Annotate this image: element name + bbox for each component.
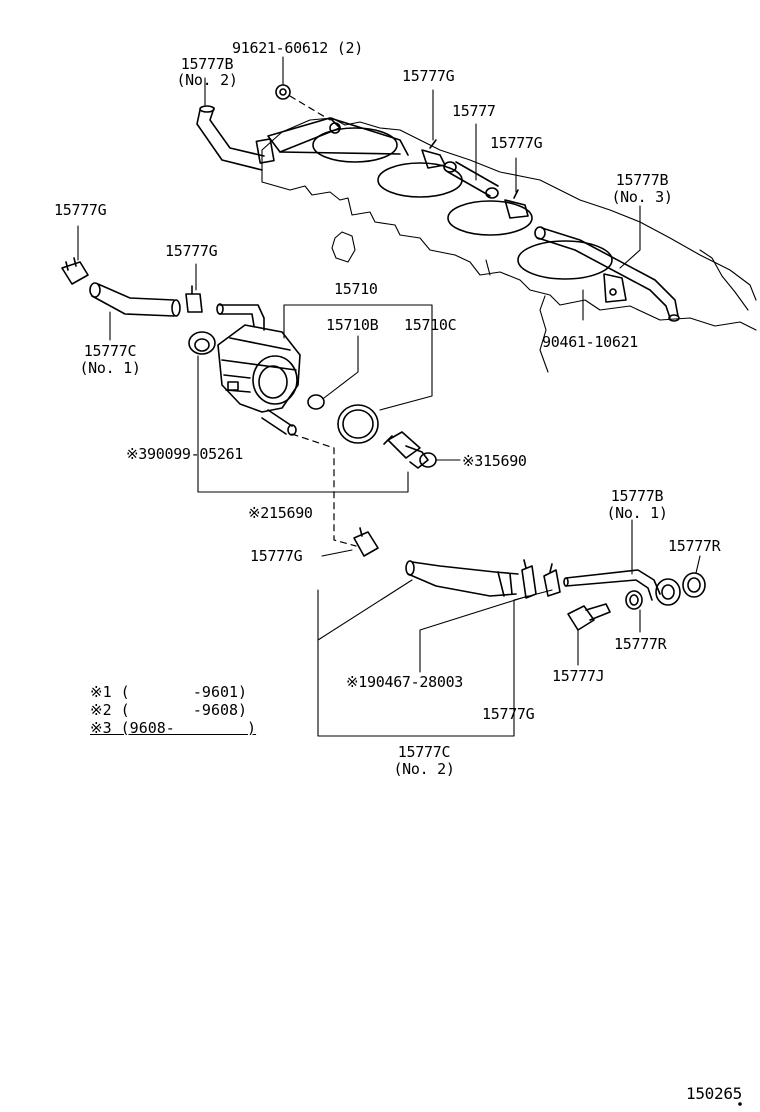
label-15777C-no2-sub: (No. 2) [393, 760, 455, 778]
clamp-15777G-left [61, 257, 89, 285]
label-15777B-no2-sub: (No. 2) [176, 71, 238, 89]
label-390099: ※390099-05261 [126, 445, 244, 463]
label-15777B-no2: 15777B [180, 55, 234, 73]
gasket-15777R-a [682, 572, 706, 598]
engine-block-outline [261, 117, 757, 373]
clamp-15777G-left2 [185, 285, 203, 313]
label-15777G-mid: 15777G [490, 134, 543, 152]
clamp-15777G-mid [504, 189, 529, 219]
label-15777J: 15777J [552, 667, 605, 685]
oring-15710B [307, 394, 325, 410]
water-bypass-bracket [255, 117, 409, 164]
label-15777G-left: 15777G [54, 201, 107, 219]
label-190467: ※190467-28003 [346, 673, 464, 691]
clamp-15777G-bottom [543, 563, 561, 597]
union-bolt-315690 [383, 431, 437, 469]
label-15777B-no1-sub: (No. 1) [606, 504, 668, 522]
label-15777B-no3-sub: (No. 3) [611, 188, 673, 206]
dash-cooler [291, 433, 357, 547]
label-15777C-no1-sub: (No. 1) [79, 359, 141, 377]
ring-390099 [188, 331, 216, 355]
label-15710C: 15710C [404, 316, 457, 334]
hose-15777B-no2 [196, 105, 265, 171]
label-315690: ※315690 [462, 452, 527, 470]
label-15777R-b: 15777R [614, 635, 667, 653]
diagram-number: 150265 [686, 1084, 742, 1103]
gasket-15777R-b [625, 590, 643, 610]
label-15710B: 15710B [326, 316, 379, 334]
legend-row-2: ※2 ( -9608) [90, 701, 248, 719]
label-91621: 91621-60612 (2) [232, 39, 363, 57]
hose-15777B-no3 [534, 226, 680, 322]
label-215690: ※215690 [248, 504, 313, 522]
label-15777G-left2: 15777G [165, 242, 218, 260]
label-15777C-no1: 15777C [83, 342, 137, 360]
label-90461: 90461-10621 [542, 333, 639, 351]
union-bolt-15777J [567, 603, 611, 631]
label-15777G-top: 15777G [402, 67, 455, 85]
legend-row-3: ※3 (9608- ) [90, 719, 257, 737]
label-15777C-no2: 15777C [397, 743, 451, 761]
bracket-90461 [603, 273, 627, 303]
pipe-15777B-no1 [563, 569, 681, 606]
leader-hose-no2 [317, 579, 413, 641]
hose-15777C-no1 [89, 282, 181, 317]
leader-190467 [419, 595, 529, 673]
dash-91621 [289, 95, 331, 121]
label-15710: 15710 [334, 280, 378, 298]
hose-15777C-no2 [405, 560, 519, 597]
label-15777R-a: 15777R [668, 537, 721, 555]
label-15777G-low: 15777G [250, 547, 303, 565]
label-15777G-bottom: 15777G [482, 705, 535, 723]
bracket-215690 [197, 355, 409, 493]
label-15777: 15777 [452, 102, 496, 120]
label-15777B-no1: 15777B [610, 487, 664, 505]
applicability-legend: ※1 ( -9601) ※2 ( -9608) ※3 (9608- ) [90, 683, 256, 737]
pipe-15777 [443, 161, 499, 199]
leader-15777R-a [695, 555, 701, 574]
label-15777B-no3: 15777B [615, 171, 669, 189]
clamp-190467 [521, 559, 537, 599]
oring-15710C [337, 404, 379, 444]
leader-15777B-no3 [619, 205, 641, 269]
legend-row-1: ※1 ( -9601) [90, 683, 248, 701]
bolt-91621 [275, 84, 291, 100]
intake-ports [312, 127, 613, 280]
bracket-15710 [283, 304, 433, 411]
oil-cooler-15710 [216, 303, 301, 436]
clamp-15777G-low [353, 527, 379, 557]
leader-clamp-low [321, 549, 353, 557]
leader-15710B [323, 335, 359, 399]
